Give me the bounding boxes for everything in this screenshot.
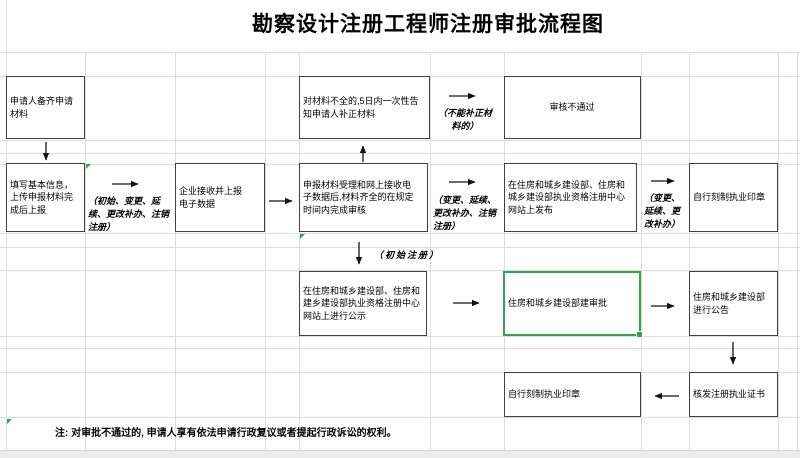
grid-line-vertical: [85, 52, 86, 456]
grid-line-vertical: [641, 52, 642, 456]
flow-box-mohurd-approve[interactable]: 住房和城乡建设部建审批: [503, 271, 643, 338]
grid-line-horizontal: [0, 270, 800, 271]
flow-box-seal-top[interactable]: 自行刻制执业印章: [689, 163, 778, 232]
flow-box-incomplete-notice[interactable]: 对材料不全的,5日内一次性告知申请人补正材料: [299, 76, 430, 139]
flow-box-company-receive[interactable]: 企业接收并上报电子数据: [175, 163, 265, 232]
grid-line-horizontal: [0, 417, 800, 418]
grid-line-vertical: [797, 52, 798, 456]
grid-line-vertical: [175, 52, 176, 456]
cell-error-indicator: [300, 234, 305, 239]
grid-line-horizontal: [0, 247, 800, 248]
selection-fill-handle[interactable]: [636, 331, 643, 338]
grid-line-vertical: [265, 52, 266, 456]
flow-box-fill-info[interactable]: 填写基本信息，上传申报材料完成后上报: [6, 163, 85, 232]
grid-line-horizontal: [0, 372, 800, 373]
flow-box-audit-fail[interactable]: 审核不通过: [504, 76, 641, 139]
grid-line-horizontal: [0, 336, 800, 337]
grid-line-horizontal: [0, 348, 800, 349]
flow-box-publish-website[interactable]: 在住房和城乡建设部、住房和城乡建设部执业资格注册中心网站上发布: [504, 163, 637, 232]
grid-line-horizontal: [0, 233, 800, 234]
grid-line-vertical: [778, 52, 779, 456]
grid-line-vertical: [689, 52, 690, 456]
grid-line-vertical: [504, 52, 505, 456]
arrow-label-change-only: （变更、延续、更改补办）: [644, 193, 681, 230]
flow-box-announce[interactable]: 住房和城乡建设部进行公告: [689, 271, 778, 336]
flow-box-issue-cert[interactable]: 核发注册执业证书: [689, 372, 778, 417]
note-text: 注: 对审批不通过的, 申请人享有依法申请行政复议或者提起行政诉讼的权利。: [55, 428, 397, 439]
grid-line-vertical: [299, 52, 300, 456]
grid-line-vertical: [430, 52, 431, 456]
arrow-label-cannot-correct: （不能补正材料的）: [437, 108, 492, 132]
flow-box-mohurd-approve-text: 住房和城乡建设部建审批: [508, 298, 608, 309]
arrow-label-change-types: （变更、延续、更改补办、注销注册）: [433, 195, 497, 232]
flow-box-publicity[interactable]: 在住房和城乡建设部、住房和建乡建设部执业资格注册中心网站上进行公示: [299, 271, 427, 336]
page-title: 勘察设计注册工程师注册审批流程图: [252, 12, 604, 36]
arrow-label-all-types: （初始、变更、延续、更改补办、注销注册）: [88, 196, 170, 233]
arrow-label-initial-reg: （初始注册）: [374, 250, 441, 260]
grid-line-horizontal: [0, 153, 800, 154]
grid-line-horizontal: [0, 52, 800, 53]
cell-error-indicator: [7, 419, 12, 424]
cell-error-indicator: [86, 164, 91, 169]
flow-box-accept-review[interactable]: 申报材料受理和网上接收电子数据后,材料齐全的在规定时间内完成审核: [299, 163, 428, 232]
sheet-edge-strip: [0, 450, 800, 458]
flow-box-seal-bottom[interactable]: 自行刻制执业印章: [504, 372, 641, 417]
flow-box-applicant-prepare[interactable]: 申请人备齐申请材料: [6, 76, 85, 139]
grid-line-horizontal: [0, 140, 800, 141]
